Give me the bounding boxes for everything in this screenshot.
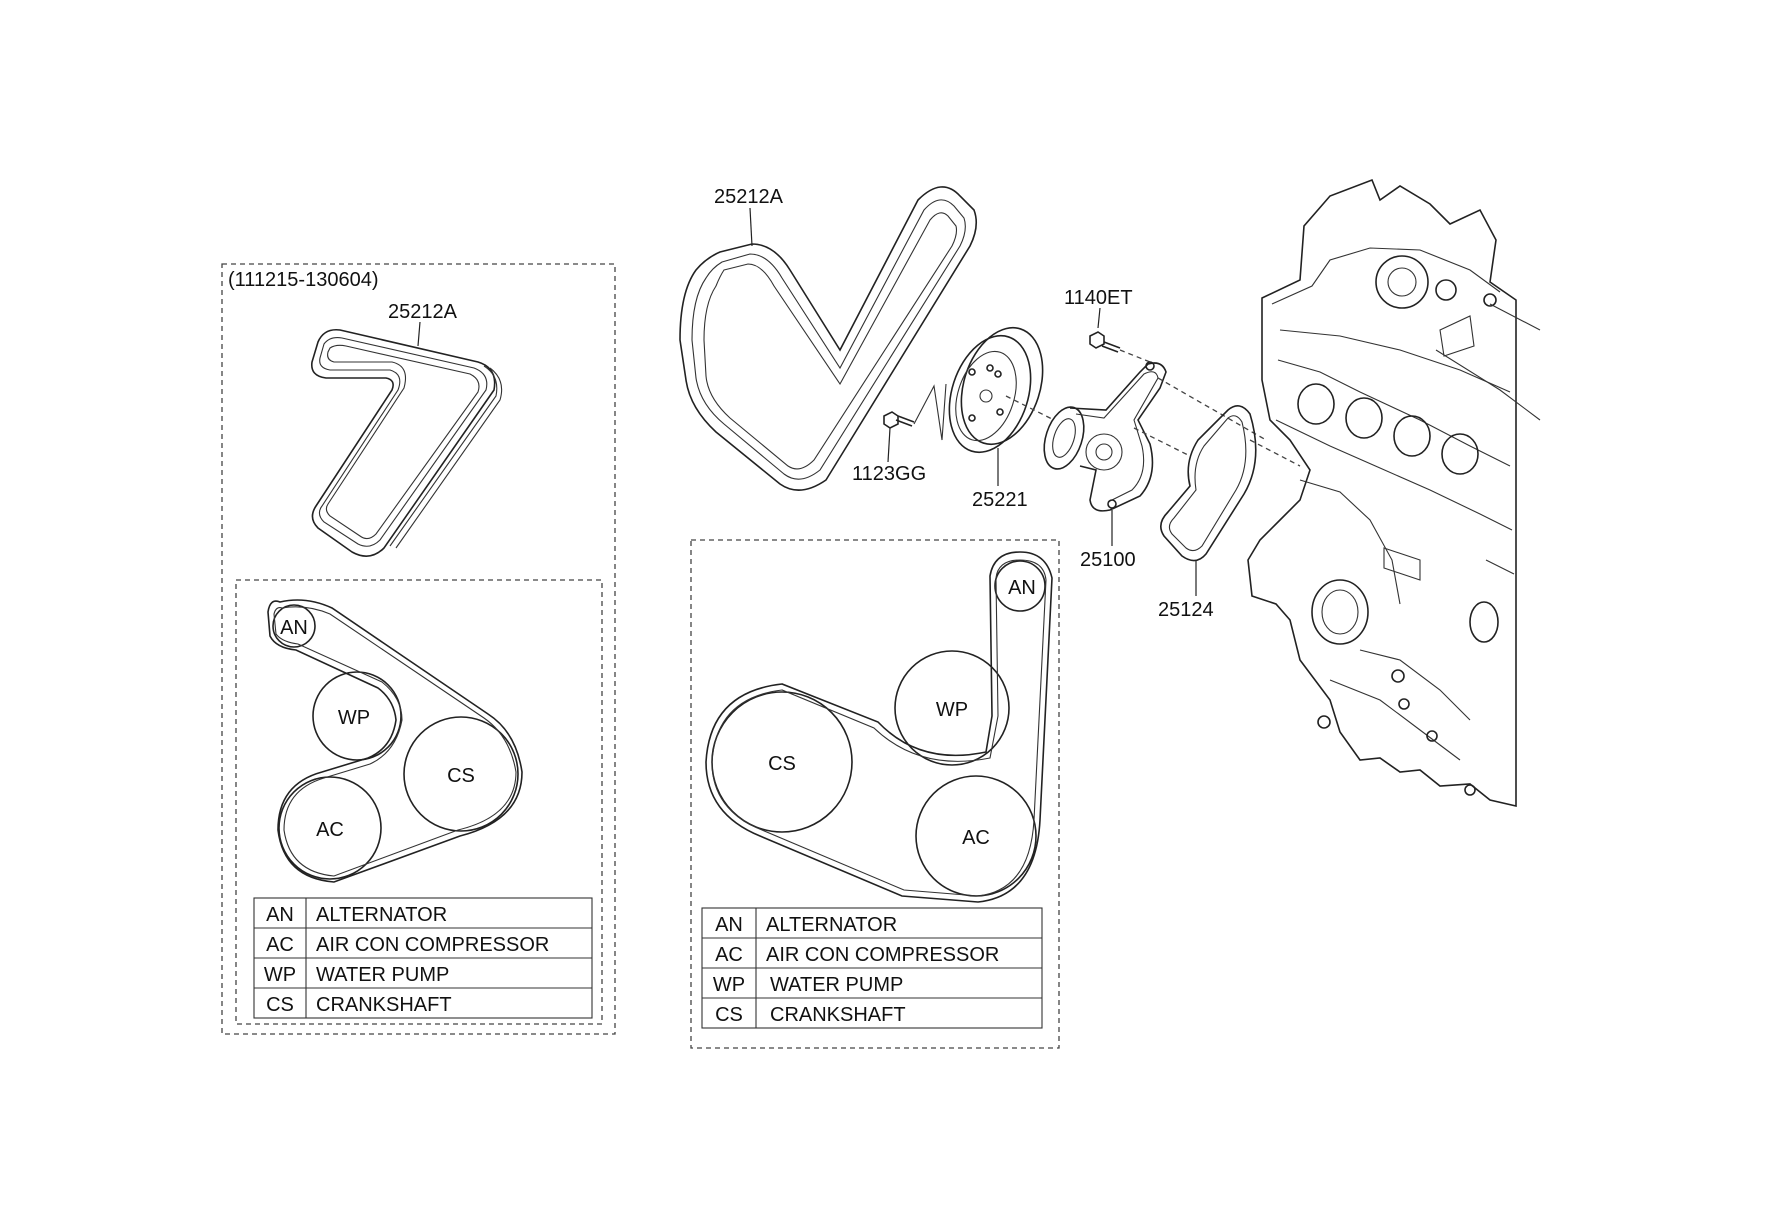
left-panel: (111215-130604) 25212A AN WP CS AC: [221, 263, 616, 1035]
center-frame: [690, 539, 1060, 1049]
left-legend-name-air-con: AIR CON COMPRESSOR: [316, 934, 549, 956]
center-an-pulley: [994, 560, 1046, 612]
left-legend-code-cs: CS: [266, 994, 294, 1016]
left-inner-frame: [235, 579, 603, 1025]
left-belt-part-number: 25212A: [388, 301, 458, 323]
left-legend-name-water-pump: WATER PUMP: [316, 964, 449, 986]
left-serpentine-belt: [310, 328, 503, 557]
center-legend-name-air-con: AIR CON COMPRESSOR: [766, 944, 999, 966]
left-legend-table: AN ALTERNATOR AC AIR CON COMPRESSOR WP W…: [253, 897, 593, 1019]
pulley-25221: 25221: [948, 326, 1055, 511]
pulley-25221-label: 25221: [972, 489, 1028, 511]
left-an-label: AN: [280, 617, 308, 639]
left-legend-code-wp: WP: [264, 964, 296, 986]
center-cs-label: CS: [768, 753, 796, 775]
center-legend-code-ac: AC: [715, 944, 743, 966]
center-legend-name-alternator: ALTERNATOR: [766, 914, 897, 936]
left-legend-code-ac: AC: [266, 934, 294, 956]
center-belt-leader: [749, 207, 753, 247]
water-pump-25100-label: 25100: [1080, 549, 1136, 571]
left-an-pulley: [272, 604, 316, 648]
center-legend-table: AN ALTERNATOR AC AIR CON COMPRESSOR WP W…: [701, 907, 1043, 1029]
center-belt-routing: AN WP CS AC: [705, 551, 1053, 903]
left-belt-leader: [417, 321, 421, 347]
left-belt-routing: AN WP CS AC: [267, 599, 523, 883]
left-legend-name-crankshaft: CRANKSHAFT: [316, 994, 452, 1016]
center-panel: AN WP CS AC AN ALTERNATOR AC AIR CON COM…: [690, 539, 1060, 1049]
gasket-25124: 25124: [1158, 405, 1301, 621]
left-ac-label: AC: [316, 819, 344, 841]
center-legend-code-cs: CS: [715, 1004, 743, 1026]
left-cs-label: CS: [447, 765, 475, 787]
left-outer-frame: [221, 263, 616, 1035]
left-legend-name-alternator: ALTERNATOR: [316, 904, 447, 926]
left-wp-label: WP: [338, 707, 370, 729]
left-legend-code-an: AN: [266, 904, 294, 926]
gasket-25124-label: 25124: [1158, 599, 1214, 621]
center-legend-name-crankshaft: CRANKSHAFT: [770, 1004, 906, 1026]
engine-block: [1247, 178, 1541, 808]
water-pump-25100: 25100: [1043, 361, 1267, 571]
center-an-label: AN: [1008, 577, 1036, 599]
center-belt-assembly: 25212A: [679, 186, 978, 491]
center-wp-pulley: [894, 650, 1010, 766]
bolt-1123gg: 1123GG: [852, 383, 947, 485]
date-range-label: (111215-130604): [228, 269, 379, 291]
center-legend-name-water-pump: WATER PUMP: [770, 974, 903, 996]
bolt-1123gg-label: 1123GG: [852, 463, 926, 485]
center-ac-label: AC: [962, 827, 990, 849]
left-wp-pulley: [312, 671, 402, 761]
center-legend-code-an: AN: [715, 914, 743, 936]
bolt-1140et: 1140ET: [1064, 287, 1151, 363]
bolt-1140et-label: 1140ET: [1064, 287, 1133, 309]
left-ac-pulley: [278, 776, 382, 880]
center-legend-code-wp: WP: [713, 974, 745, 996]
center-wp-label: WP: [936, 699, 968, 721]
center-belt-part-number: 25212A: [714, 186, 784, 208]
left-cs-pulley: [403, 716, 519, 832]
